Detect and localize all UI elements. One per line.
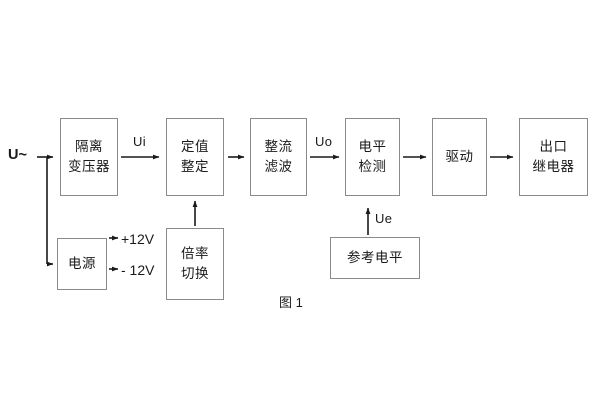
block-level-detection: 电平 检测 — [345, 118, 400, 196]
signal-label-uo: Uo — [315, 134, 333, 149]
block-drive: 驱动 — [432, 118, 487, 196]
block-line: 出口 — [539, 138, 568, 154]
block-line: 参考电平 — [347, 249, 403, 265]
block-multiplier-switch: 倍率 切换 — [166, 228, 224, 300]
block-power-supply: 电源 — [57, 238, 107, 290]
block-line: 继电器 — [532, 159, 575, 174]
block-line: 倍率 — [181, 245, 209, 261]
signal-label-ue: Ue — [375, 211, 393, 226]
block-line: 切换 — [181, 266, 209, 281]
block-reference-level: 参考电平 — [330, 237, 420, 279]
block-line: 电源 — [68, 255, 96, 271]
block-rectify-filter: 整流 滤波 — [250, 118, 307, 196]
input-label-u: U~ — [8, 147, 27, 163]
block-line: 驱动 — [445, 148, 474, 164]
rail-label-positive: +12V — [121, 231, 155, 247]
block-line: 整流 — [264, 138, 293, 154]
rail-label-negative: - 12V — [121, 262, 155, 278]
block-line: 变压器 — [68, 159, 110, 174]
block-line: 整定 — [181, 159, 209, 174]
signal-label-ui: Ui — [133, 134, 146, 149]
block-line: 检测 — [358, 159, 387, 174]
block-line: 滤波 — [264, 159, 293, 174]
block-line: 电平 — [358, 138, 387, 154]
block-isolation-transformer: 隔离 变压器 — [60, 118, 118, 196]
figure-caption: 图 1 — [279, 295, 303, 310]
wire-input-trunk — [37, 154, 54, 267]
block-output-relay: 出口 继电器 — [519, 118, 588, 196]
block-line: 隔离 — [75, 138, 103, 154]
block-line: 定值 — [181, 138, 209, 154]
block-setting-value: 定值 整定 — [166, 118, 224, 196]
